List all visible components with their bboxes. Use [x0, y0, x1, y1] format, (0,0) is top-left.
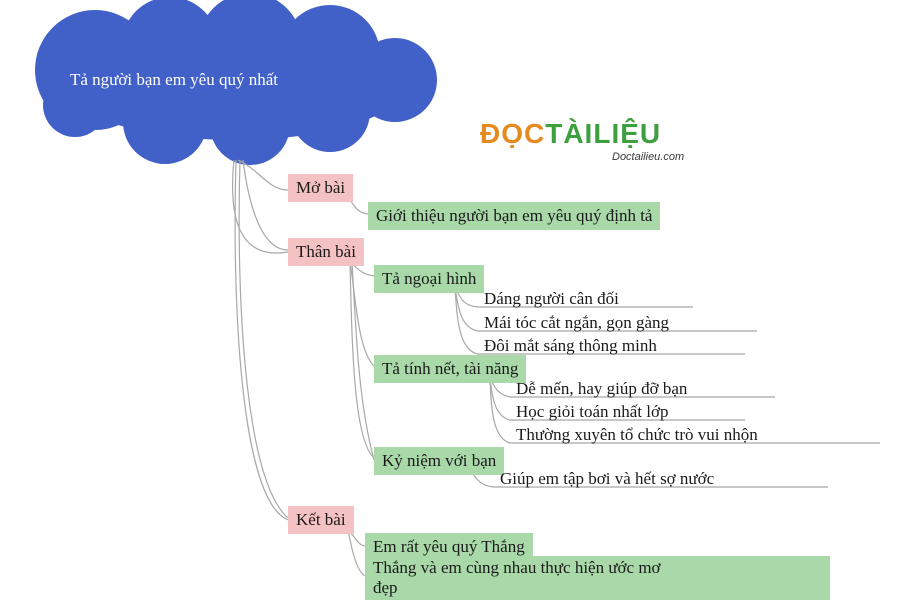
leaf-mai-toc: Mái tóc cắt ngắn, gọn gàng: [484, 313, 670, 332]
leaf-doi-mat: Đôi mắt sáng thông minh: [484, 336, 657, 355]
leaf-thuong-xuyen: Thường xuyên tổ chức trò vui nhộn: [516, 425, 758, 444]
topic-ta-ngoai-hinh: Tả ngoại hình: [374, 265, 485, 293]
section-ket-bai: Kết bài: [288, 506, 354, 534]
section-than-bai: Thân bài: [288, 238, 364, 266]
section-mo-bai: Mở bài: [288, 174, 354, 202]
leaf-dang-nguoi: Dáng người cân đối: [484, 289, 619, 308]
logo-brand-main: TÀILIỆU: [545, 118, 662, 149]
leaf-de-men: Dễ mến, hay giúp đỡ bạn: [516, 379, 688, 398]
logo-brand-prefix: ĐỌC: [480, 118, 546, 149]
topic-thang-va-em-line2: đẹp: [373, 578, 398, 597]
cloud-shape: [35, 0, 437, 165]
topic-ta-tinh-net: Tả tính nết, tài năng: [374, 355, 527, 383]
leaf-hoc-gioi: Học giỏi toán nhất lớp: [516, 402, 669, 421]
logo-wordmark: ĐỌCTÀILIỆU: [480, 118, 661, 150]
leaf-giup-em-tap-boi: Giúp em tập bơi và hết sợ nước: [500, 469, 715, 488]
topic-thang-va-em: Thắng và em cùng nhau thực hiện ước mơ đ…: [365, 556, 830, 600]
logo-site: Doctailieu.com: [612, 151, 685, 163]
topic-ky-niem: Kỷ niệm với bạn: [374, 447, 505, 475]
central-topic-title: Tả người bạn em yêu quý nhất: [70, 70, 278, 89]
topic-gioi-thieu: Giới thiệu người bạn em yêu quý định tả: [368, 202, 661, 230]
topic-thang-va-em-line1: Thắng và em cùng nhau thực hiện ước mơ: [373, 558, 661, 577]
doctailieu-logo: ĐỌCTÀILIỆU Doctailieu.com: [480, 118, 720, 168]
